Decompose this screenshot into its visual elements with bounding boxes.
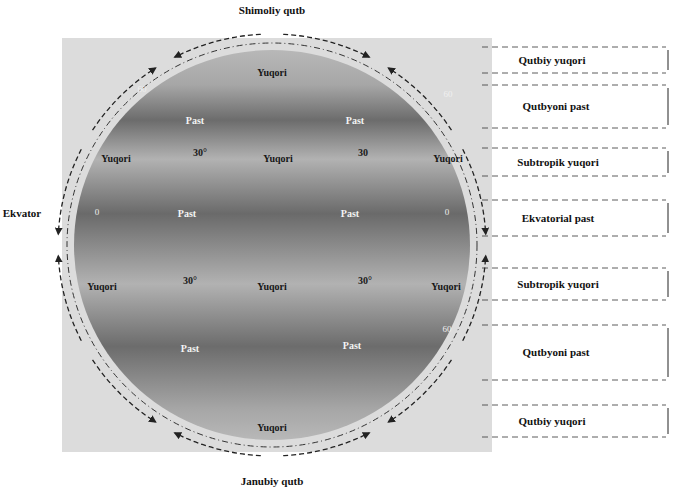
belt-boundary	[482, 380, 666, 381]
belt-label: Qutbyoni past	[521, 346, 592, 358]
pressure-label: Past	[186, 115, 204, 126]
belt-label: Ekvatorial past	[520, 212, 596, 224]
belt-label: Qutbiy yuqori	[517, 415, 588, 427]
belt-width-bar	[668, 50, 669, 70]
belt-label: Subtropik yuqori	[515, 156, 600, 168]
pressure-label: Past	[181, 343, 199, 354]
wind-arrow	[93, 68, 156, 130]
wind-arrow	[283, 433, 369, 456]
belt-boundary	[482, 85, 666, 86]
pressure-label: Past	[341, 208, 359, 219]
pressure-label: Yuqori	[433, 153, 463, 164]
wind-arrow	[58, 149, 81, 234]
wind-arrow	[283, 34, 369, 57]
belt-boundary	[482, 148, 666, 149]
belt-width-bar	[668, 203, 669, 233]
belt-label: Qutbiy yuqori	[517, 54, 588, 66]
latitude-number: 30°	[358, 275, 372, 286]
belt-label: Qutbyoni past	[521, 100, 592, 112]
pressure-label: Yuqori	[257, 422, 287, 433]
pressure-label: Yuqori	[263, 153, 293, 164]
wind-arrow	[58, 256, 81, 341]
belt-boundary	[482, 128, 666, 129]
belt-width-bar	[668, 328, 669, 377]
belt-boundary	[482, 176, 666, 177]
belt-width-bar	[668, 408, 669, 434]
belt-boundary	[482, 268, 666, 269]
globe	[74, 50, 470, 440]
pole-label: Janubiy qutb	[241, 475, 304, 487]
latitude-number: 30°	[183, 275, 197, 286]
belt-boundary	[482, 200, 666, 201]
latitude-number: 0	[95, 208, 100, 218]
pressure-label: Past	[178, 208, 196, 219]
latitude-number: 60	[444, 90, 453, 100]
wind-arrow	[389, 68, 452, 130]
globe-outline	[67, 43, 477, 447]
belt-width-bar	[668, 271, 669, 297]
wind-arrow	[175, 34, 261, 57]
belt-label: Subtropik yuqori	[515, 278, 600, 290]
belt-boundary	[482, 73, 666, 74]
belt-boundary	[482, 47, 666, 48]
pressure-label: Past	[343, 340, 361, 351]
pressure-label: Yuqori	[431, 281, 461, 292]
latitude-number: 0	[445, 208, 450, 218]
pressure-label: Yuqori	[257, 281, 287, 292]
pressure-label: Yuqori	[101, 153, 131, 164]
wind-arrow	[389, 360, 452, 422]
belt-guides	[482, 47, 668, 437]
belt-boundary	[482, 236, 666, 237]
belt-boundary	[482, 300, 666, 301]
latitude-number: 60	[138, 85, 147, 95]
pressure-label: Past	[346, 115, 364, 126]
wind-arrow	[463, 149, 486, 234]
wind-arrow	[93, 360, 156, 422]
equator-label: Ekvator	[3, 207, 42, 219]
belt-width-bar	[668, 88, 669, 125]
pole-label: Shimoliy qutb	[239, 4, 305, 16]
latitude-number: 30	[358, 147, 368, 158]
pressure-label: Yuqori	[87, 281, 117, 292]
wind-arrows	[58, 34, 485, 455]
belt-boundary	[482, 325, 666, 326]
wind-arrow	[175, 433, 261, 456]
belt-boundary	[482, 405, 666, 406]
pressure-label: Yuqori	[257, 67, 287, 78]
belt-boundary	[482, 437, 666, 438]
latitude-number: 30°	[193, 147, 207, 158]
latitude-number: 60	[443, 325, 452, 335]
wind-arrow	[463, 256, 486, 341]
belt-width-bar	[668, 151, 669, 173]
background-panel	[62, 38, 492, 452]
